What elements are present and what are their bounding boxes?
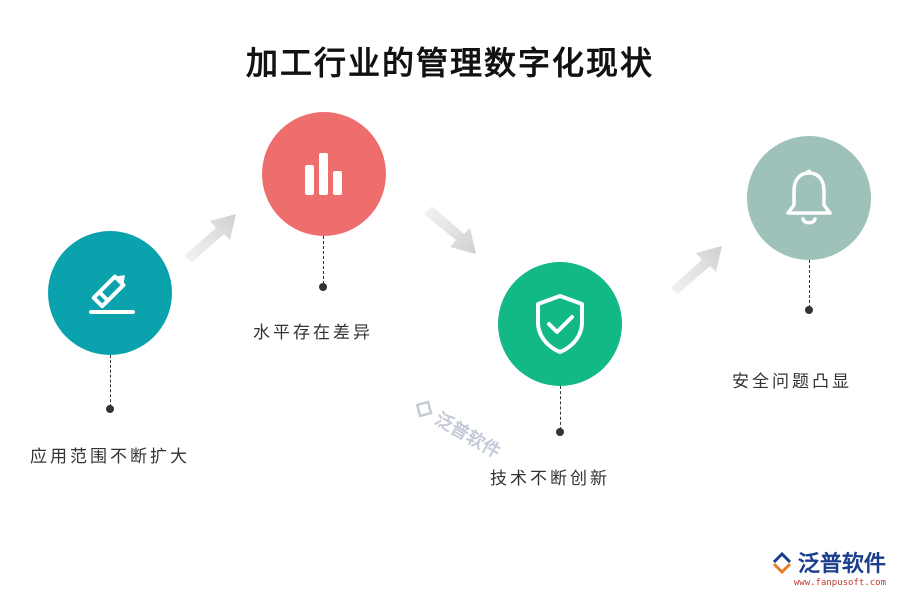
step-4-stem — [809, 260, 810, 308]
step-2-label: 水平存在差异 — [253, 323, 373, 343]
brand-url: www.fanpusoft.com — [793, 578, 886, 588]
watermark-text: 泛普软件 — [431, 408, 504, 463]
step-3-label: 技术不断创新 — [490, 469, 610, 489]
pencil-icon — [89, 274, 135, 314]
step-2-dot — [319, 283, 327, 291]
step-1-circle — [48, 231, 172, 355]
step-3-circle — [498, 262, 622, 386]
step-1-label: 应用范围不断扩大 — [30, 447, 190, 467]
watermark: 泛普软件 — [408, 392, 506, 464]
step-3-stem — [560, 386, 561, 430]
step-4-circle — [747, 136, 871, 260]
brand-logo-icon — [772, 551, 791, 574]
arrow-1-icon — [184, 214, 236, 262]
arrow-3-icon — [670, 246, 722, 294]
brand-logo: 泛普软件 www.fanpusoft.com — [770, 546, 886, 588]
step-4-dot — [805, 306, 813, 314]
page-title: 加工行业的管理数字化现状 — [245, 44, 654, 82]
brand-name: 泛普软件 — [797, 552, 886, 577]
bell-icon — [786, 169, 832, 225]
shield-check-icon — [536, 294, 584, 354]
brand-logo-icon — [415, 400, 433, 418]
step-3-dot — [556, 428, 564, 436]
bar-chart-icon — [305, 153, 342, 195]
step-2-stem — [323, 236, 324, 284]
arrow-2-icon — [424, 206, 476, 254]
step-1-dot — [106, 405, 114, 413]
step-1-stem — [110, 355, 111, 407]
step-4-label: 安全问题凸显 — [732, 372, 852, 392]
step-2-circle — [262, 112, 386, 236]
